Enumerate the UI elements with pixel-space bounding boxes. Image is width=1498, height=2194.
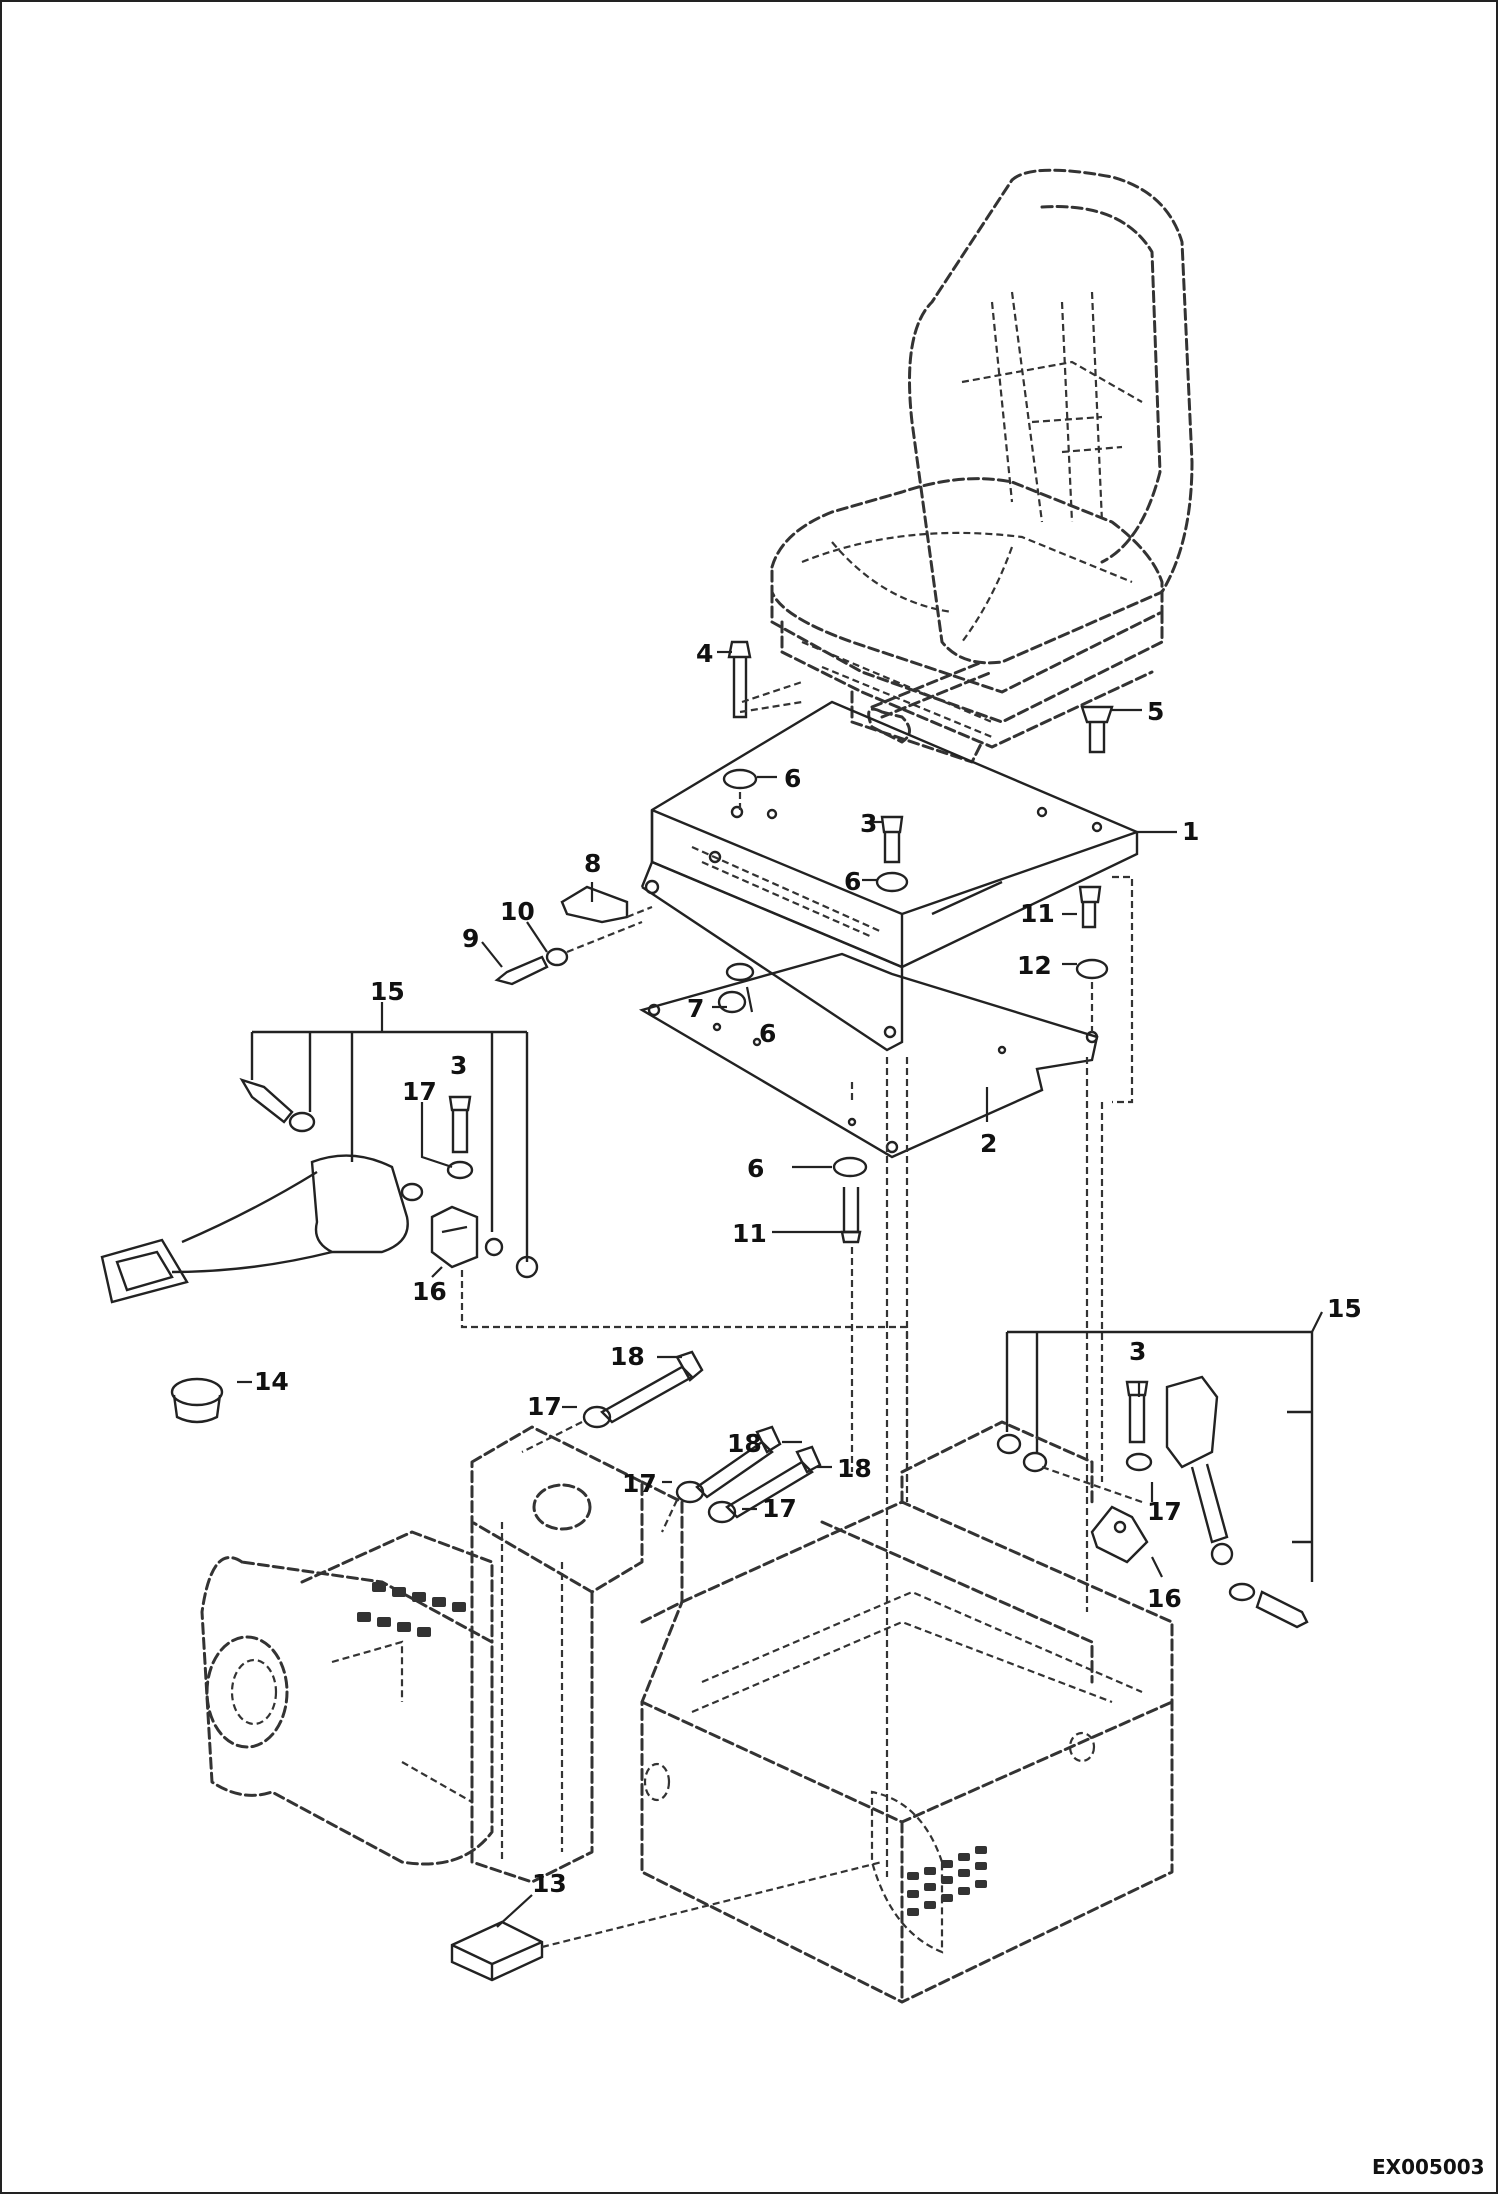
callout-6-top: 6: [784, 764, 801, 793]
callout-12: 12: [1017, 951, 1052, 980]
drawing-code: EX005003: [1372, 2155, 1485, 2179]
callout-11-bottom: 11: [732, 1219, 767, 1248]
callout-13: 13: [532, 1869, 567, 1898]
callout-17-top: 17: [527, 1392, 562, 1421]
left-vent-grille: [357, 1582, 466, 1637]
callout-5: 5: [1147, 697, 1164, 726]
operator-seat: [770, 168, 1194, 764]
callout-18-middle: 18: [727, 1429, 762, 1458]
callout-6-lower: 6: [759, 1019, 776, 1048]
leader-lines: [237, 650, 1323, 1928]
callout-15-right: 15: [1327, 1294, 1362, 1323]
callout-17-lower: 17: [762, 1494, 797, 1523]
callout-4: 4: [696, 639, 713, 668]
callout-labels: 1 2 3 3 3 4 5 6 6 6 6 7 8 9 10 11 11 12 …: [254, 639, 1362, 1898]
callout-1: 1: [1182, 817, 1199, 846]
seat-mounting-plate: [638, 952, 1099, 1159]
seat-mounting-bracket: [640, 700, 1139, 1052]
callout-3-right: 3: [1129, 1337, 1146, 1366]
callout-17-right: 17: [1147, 1497, 1182, 1526]
callout-15-left: 15: [370, 977, 405, 1006]
callout-17-left: 17: [402, 1077, 437, 1106]
callout-9: 9: [462, 924, 479, 953]
operator-station-base: [200, 1420, 1174, 2004]
callout-3-center: 3: [860, 809, 877, 838]
right-seat-belt: [996, 1330, 1314, 1629]
left-seat-belt: [100, 1030, 909, 1482]
callout-6-middle: 6: [844, 867, 861, 896]
callout-16-left: 16: [412, 1277, 447, 1306]
fasteners: [494, 640, 1134, 1877]
callout-18-top: 18: [610, 1342, 645, 1371]
callout-2: 2: [980, 1129, 997, 1158]
callout-17-middle: 17: [622, 1469, 657, 1498]
callout-6-bottom: 6: [747, 1154, 764, 1183]
cap: [170, 1377, 224, 1424]
console-bolts: [521, 1350, 822, 1533]
callout-8: 8: [584, 849, 601, 878]
floor-pad: [450, 1860, 883, 1982]
right-vent-grille: [907, 1846, 987, 1916]
callout-16-right: 16: [1147, 1584, 1182, 1613]
callout-3-left: 3: [450, 1051, 467, 1080]
callout-11-right: 11: [1020, 899, 1055, 928]
callout-10: 10: [500, 897, 535, 926]
callout-14: 14: [254, 1367, 289, 1396]
callout-18-lower: 18: [837, 1454, 872, 1483]
callout-7: 7: [687, 994, 704, 1023]
